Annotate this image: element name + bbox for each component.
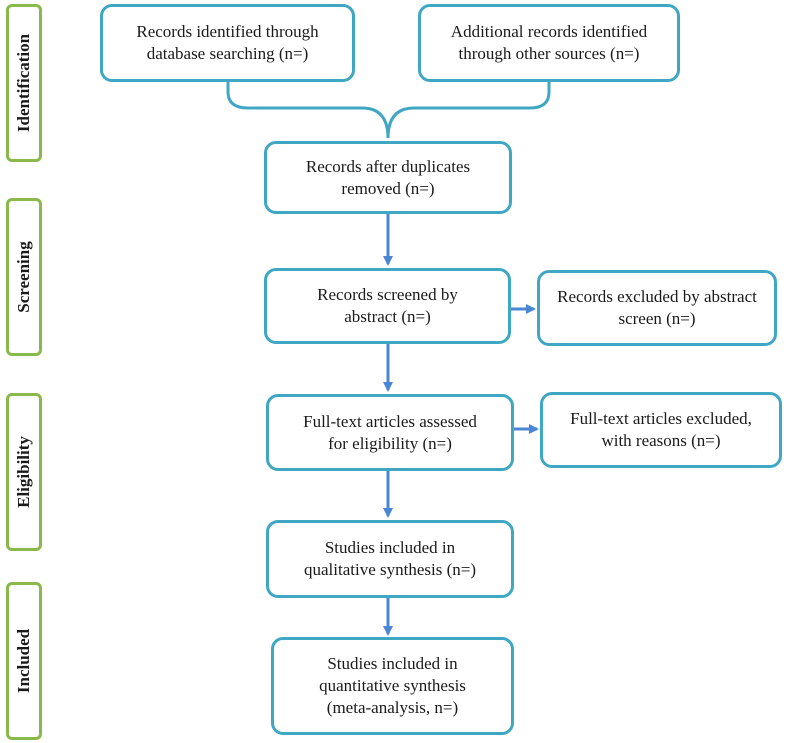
box-duplicates-removed-line2: removed (n=): [341, 178, 435, 198]
phase-screening: Screening: [6, 198, 42, 356]
box-fulltext-assessed: Full-text articles assessed for eligibil…: [266, 394, 514, 471]
box-excluded-abstract-line1: Records excluded by abstract: [557, 287, 757, 307]
box-duplicates-removed-line1: Records after duplicates: [305, 156, 471, 176]
box-quantitative-synthesis-line2: quantitative synthesis: [319, 676, 466, 696]
phase-included-label: Included: [14, 628, 33, 694]
box-qualitative-synthesis-line1: Studies included in: [324, 538, 456, 558]
box-excluded-abstract-line2: screen (n=): [618, 309, 696, 328]
box-database-search-line2: database searching (n=): [146, 44, 309, 63]
box-qualitative-synthesis-line2: qualitative synthesis (n=): [303, 560, 476, 579]
phase-identification-label: Identification: [14, 33, 33, 133]
box-fulltext-assessed-line1: Full-text articles assessed: [303, 411, 477, 431]
box-fulltext-excluded: Full-text articles excluded, with reason…: [540, 392, 782, 468]
box-other-sources-line2: through other sources (n=): [458, 44, 640, 63]
box-excluded-abstract: Records excluded by abstract screen (n=): [537, 270, 777, 346]
merge-brace: [226, 80, 551, 139]
box-other-sources: Additional records identified through ot…: [418, 4, 680, 82]
box-quantitative-synthesis-line1: Studies included in: [327, 654, 458, 674]
box-fulltext-excluded-line1: Full-text articles excluded,: [570, 409, 752, 429]
box-qualitative-synthesis: Studies included in qualitative synthesi…: [266, 520, 514, 598]
box-database-search-line1: Records identified through: [136, 22, 319, 42]
box-screened: Records screened by abstract (n=): [264, 268, 511, 344]
phase-eligibility: Eligibility: [6, 393, 42, 551]
box-quantitative-synthesis-line3: (meta-analysis, n=): [326, 697, 459, 717]
box-database-search: Records identified through database sear…: [100, 4, 355, 82]
box-screened-line1: Records screened by: [317, 285, 458, 305]
phase-identification: Identification: [6, 4, 42, 162]
box-fulltext-assessed-line2: for eligibility (n=): [328, 433, 452, 453]
box-other-sources-line1: Additional records identified: [450, 22, 648, 42]
box-quantitative-synthesis: Studies included in quantitative synthes…: [271, 637, 514, 735]
phase-included: Included: [6, 582, 42, 740]
phase-screening-label: Screening: [14, 241, 33, 313]
box-duplicates-removed: Records after duplicates removed (n=): [264, 141, 512, 214]
phase-eligibility-label: Eligibility: [14, 436, 33, 508]
box-fulltext-excluded-line2: with reasons (n=): [601, 431, 721, 450]
box-screened-line2: abstract (n=): [344, 307, 431, 326]
